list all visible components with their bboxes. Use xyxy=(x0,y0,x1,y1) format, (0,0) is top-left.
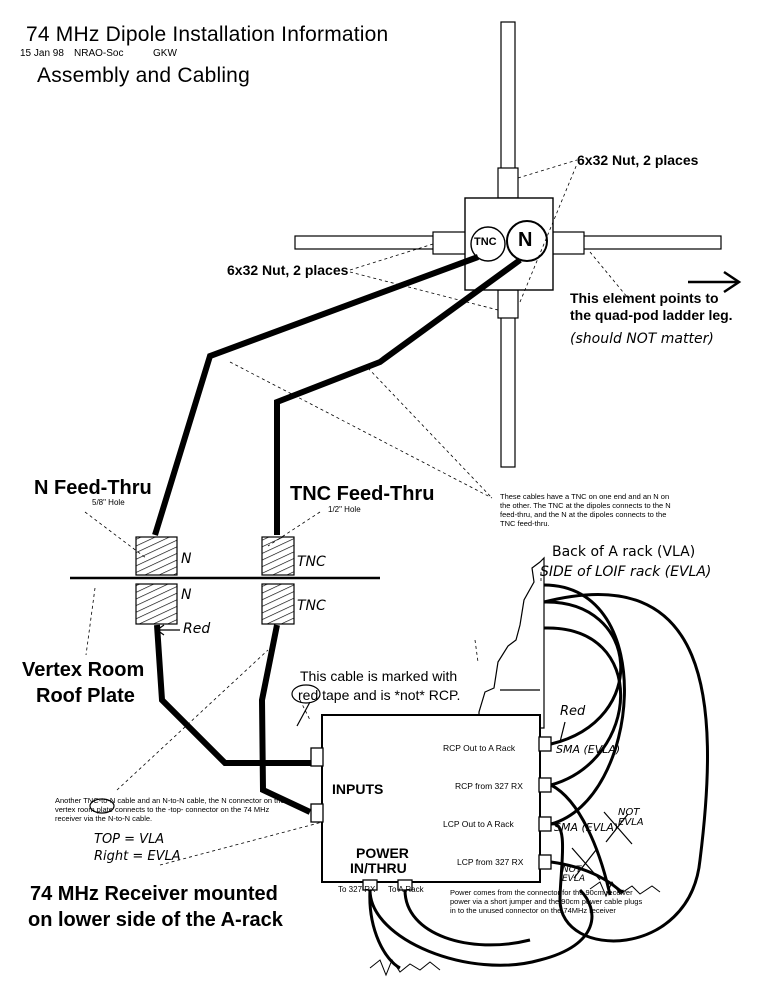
n-connector-label: N xyxy=(518,229,533,251)
nut-top xyxy=(497,167,519,199)
nut-top-label: 6x32 Nut, 2 places xyxy=(577,152,699,168)
feedthru-blocks xyxy=(135,536,295,625)
tnc-feedthru-hole: 1/2" Hole xyxy=(328,505,361,514)
tnc-top-label: TNC xyxy=(297,554,326,570)
cable-tnc-to-nfeed xyxy=(152,254,480,536)
inputs-label: INPUTS xyxy=(332,781,384,797)
red-circle-mark xyxy=(291,684,321,704)
n-feedthru-title: N Feed-Thru xyxy=(34,477,152,499)
inputs-hand-top: TOP = VLA xyxy=(94,832,165,847)
to-327-label: To 327 RX xyxy=(338,885,376,894)
cable-nfeed-to-receiver xyxy=(154,624,313,766)
back-of-rack-label: Back of A rack (VLA) xyxy=(552,544,696,560)
n-bottom-label: N xyxy=(181,587,192,603)
sma-evla-1: SMA (EVLA) xyxy=(556,743,621,756)
red-hand-label: Red xyxy=(560,704,586,719)
org-label: NRAO-Soc xyxy=(74,48,124,59)
direction-arrow xyxy=(688,270,742,294)
rcp-from-label: RCP from 327 RX xyxy=(455,781,523,791)
receiver xyxy=(310,714,552,891)
lcp-from-label: LCP from 327 RX xyxy=(457,857,524,867)
n-top-label: N xyxy=(181,551,192,567)
top-circle-mark xyxy=(89,798,115,814)
rcp-out-label: RCP Out to A Rack xyxy=(443,743,516,753)
cable-break-marks xyxy=(369,880,661,977)
mount-label-2: on lower side of the A-rack xyxy=(28,909,283,931)
tnc-feedthru-title: TNC Feed-Thru xyxy=(290,483,435,505)
mount-label-1: 74 MHz Receiver mounted xyxy=(30,883,278,905)
nut-left-label: 6x32 Nut, 2 places xyxy=(227,262,349,278)
rack-panel-outline xyxy=(478,556,545,729)
roof-plate-label-1: Vertex Room xyxy=(22,659,145,681)
lcp-out-connector xyxy=(538,816,552,832)
hand-marks xyxy=(89,624,633,881)
date-label: 15 Jan 98 xyxy=(20,48,64,59)
tnc-connector-circle xyxy=(470,226,506,262)
inputs-note: Another TNC-to-N cable and an N-to-N cab… xyxy=(55,796,285,823)
cable-n-to-tncfeed xyxy=(274,257,522,535)
inputs-hand-right: Right = EVLA xyxy=(94,849,181,864)
nut-right xyxy=(551,231,585,255)
dipole-assembly xyxy=(294,21,722,468)
power-note: Power comes from the connector for the 9… xyxy=(450,888,643,915)
nut-bottom xyxy=(497,289,519,319)
lcp-from-connector xyxy=(538,854,552,870)
red-tape-arrow xyxy=(296,701,311,727)
cable-tncfeed-to-receiver xyxy=(258,624,312,815)
power-label-2: IN/THRU xyxy=(350,860,407,876)
element-note-1: This element points to xyxy=(570,290,719,306)
tnc-bottom-label: TNC xyxy=(297,598,326,614)
side-of-rack-label: SIDE of LOIF rack (EVLA) xyxy=(540,564,712,580)
sma-evla-2: SMA (EVLA) xyxy=(554,821,619,834)
leader-lines xyxy=(84,159,629,866)
n-feedthru-top xyxy=(135,536,178,576)
page-subtitle: Assembly and Cabling xyxy=(37,64,250,87)
tnc-feedthru-top xyxy=(261,536,295,576)
nut-left xyxy=(432,231,468,255)
n-feedthru-bottom xyxy=(135,583,178,625)
n-feedthru-hole: 5/8" Hole xyxy=(92,498,125,507)
feed-cables xyxy=(152,254,522,815)
not-evla-1: NOT EVLA xyxy=(618,807,644,828)
n-connector-circle xyxy=(506,220,548,262)
red-tape-note-1: This cable is marked with xyxy=(300,668,458,684)
red-label: Red xyxy=(183,621,211,637)
not-evla-2: NOT EVLA xyxy=(562,865,586,884)
cable-note: These cables have a TNC on one end and a… xyxy=(500,492,671,528)
lcp-out-label: LCP Out to A Rack xyxy=(443,819,514,829)
element-note-2: the quad-pod ladder leg. xyxy=(570,307,733,323)
rack-cables xyxy=(368,583,710,970)
element-note-hand: (should NOT matter) xyxy=(570,331,714,347)
to-arack-label: To A Rack xyxy=(388,885,424,894)
power-label-1: POWER xyxy=(356,845,409,861)
author-label: GKW xyxy=(153,48,177,59)
input-connector-top xyxy=(310,747,324,767)
input-connector-bottom xyxy=(310,803,324,823)
cross-mark-1 xyxy=(571,847,601,881)
cross-mark-2 xyxy=(603,811,633,845)
tnc-feedthru-bottom xyxy=(261,583,295,625)
roof-plate-label-2: Roof Plate xyxy=(36,685,135,707)
red-tape-note-2: red tape and is *not* RCP. xyxy=(298,687,461,703)
rcp-from-connector xyxy=(538,777,552,793)
page-title: 74 MHz Dipole Installation Information xyxy=(26,23,389,46)
rcp-out-connector xyxy=(538,736,552,752)
tnc-connector-label: TNC xyxy=(474,236,497,248)
receiver-box xyxy=(321,714,541,883)
